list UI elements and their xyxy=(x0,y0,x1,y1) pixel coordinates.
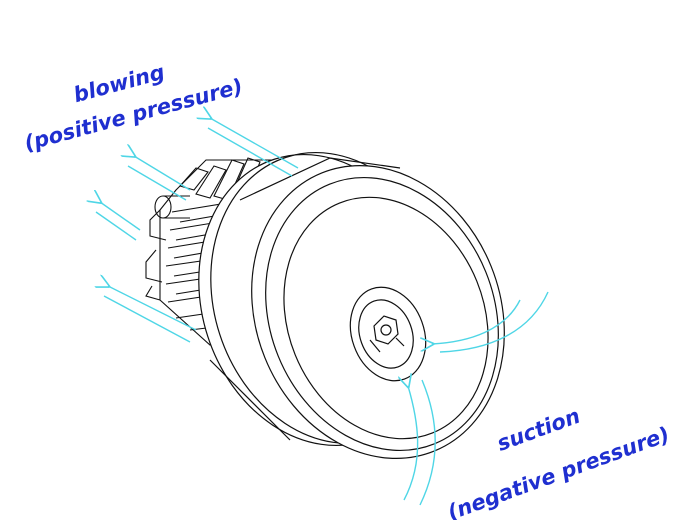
suction-label-line1: suction xyxy=(494,404,584,456)
blowing-arrow xyxy=(134,156,191,191)
suction-arrow xyxy=(404,386,419,501)
suction-arrows xyxy=(404,291,549,506)
blowing-arrow xyxy=(108,286,197,331)
suction-label-line2: (negative pressure) xyxy=(444,422,672,520)
fan-housing xyxy=(198,151,505,459)
blowing-arrow xyxy=(100,202,141,231)
suction-arrow xyxy=(432,299,521,344)
blowing-label: blowing (positive pressure) xyxy=(22,60,246,156)
blowing-arrow xyxy=(210,118,299,169)
blowing-arrows xyxy=(96,118,299,343)
